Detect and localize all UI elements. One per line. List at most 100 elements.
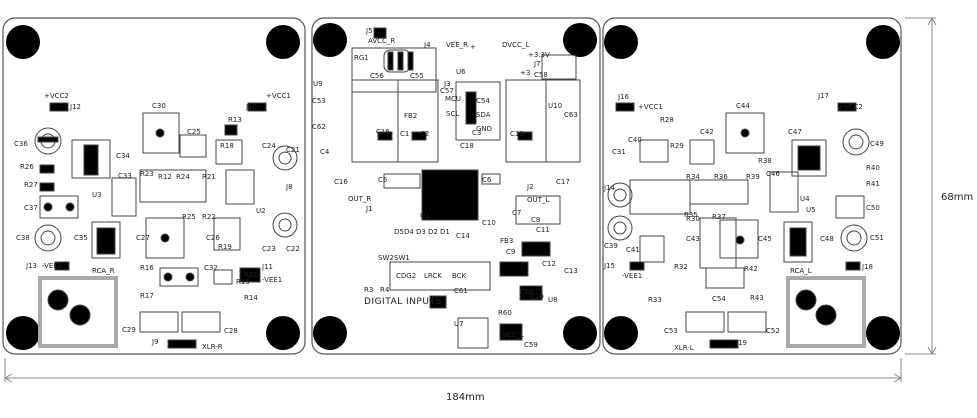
middle-label-d4: D4: [404, 228, 414, 236]
middle-label--vcc-l: -VCC_L: [500, 331, 524, 339]
right-board-components: [607, 102, 870, 349]
middle-label-c58: C58: [534, 71, 548, 79]
left-label-r18: R18: [220, 142, 234, 150]
left-label-j13: J13: [25, 262, 37, 270]
left-label-c33: C33: [118, 172, 132, 180]
left-label-r21: R21: [202, 173, 216, 181]
right-label-j18: J18: [861, 263, 873, 271]
left-label-c32: C32: [204, 264, 218, 272]
left-label-u2: U2: [256, 207, 266, 215]
middle-label-c54: C54: [476, 97, 490, 105]
middle-label-dvcc-l: DVCC_L: [502, 41, 529, 49]
middle-label-vee-r: VEE_R: [446, 41, 468, 49]
middle-label-r3: R3: [364, 286, 373, 294]
left-label-c25: C25: [187, 128, 201, 136]
middle-label-d1: D1: [440, 228, 450, 236]
left-board-components: [34, 102, 298, 349]
left-label-c24: C24: [262, 142, 276, 150]
middle-label-c16: C16: [376, 128, 390, 136]
middle-label-j7: J7: [533, 60, 541, 68]
middle-label-out-r: OUT_R: [348, 195, 371, 203]
middle-label-bck: BCK: [452, 272, 467, 280]
height-dimension-label: 68mm: [941, 192, 973, 203]
right-label-c48: C48: [820, 235, 834, 243]
middle-label--3-3v: +3.3V: [528, 51, 550, 59]
right-label-u5: U5: [806, 206, 816, 214]
right-label-r30: R30: [686, 215, 700, 223]
middle-label-c9: C9: [506, 248, 515, 256]
middle-label-c11: C11: [536, 226, 550, 234]
middle-label-fb3: FB3: [500, 237, 513, 245]
width-dimension-label: 184mm: [446, 392, 485, 403]
middle-label-c4: C4: [320, 148, 330, 156]
left-label-r12: R12: [158, 173, 172, 181]
middle-label-c19: C19: [510, 130, 524, 138]
left-label-c29: C29: [122, 326, 136, 334]
right-label-c52: C52: [766, 327, 780, 335]
middle-label-c13: C13: [564, 267, 578, 275]
left-label-r17: R17: [140, 292, 154, 300]
right-label-r36: R36: [714, 173, 728, 181]
right-label-c43: C43: [686, 235, 700, 243]
left-label-c21: C21: [286, 146, 300, 154]
right-label-r33: R33: [648, 296, 662, 304]
mounting-holes: [6, 23, 900, 350]
middle-label-u8: U8: [548, 296, 558, 304]
right-label-c39: C39: [604, 242, 618, 250]
middle-label-u9: U9: [313, 80, 323, 88]
middle-label-c18: C18: [460, 142, 474, 150]
right-label-r29: R29: [670, 142, 684, 150]
right-label-r42: R42: [744, 265, 758, 273]
middle-label-d2: D2: [428, 228, 438, 236]
right-label-j19: J19: [735, 339, 747, 347]
left-label-r24: R24: [176, 173, 190, 181]
left-label-c35: C35: [74, 234, 88, 242]
right-label--vee1: -VEE1: [622, 272, 642, 280]
middle-label-c53: C53: [312, 97, 326, 105]
middle-label-c14: C14: [456, 232, 470, 240]
left-label-j8: J8: [285, 183, 293, 191]
right-label-j14: J14: [603, 184, 616, 192]
left-label-c38: C38: [16, 234, 30, 242]
right-label-r32: R32: [674, 263, 688, 271]
left-label-j11: J11: [261, 263, 273, 271]
middle-label-c20: C20: [530, 293, 544, 301]
left-label-c30: C30: [152, 102, 166, 110]
dimension-lines: [3, 16, 937, 383]
left-label-r25: R25: [182, 213, 196, 221]
right-label-r43: R43: [750, 294, 764, 302]
middle-label-sda: SDA: [476, 111, 491, 119]
left-label-r27: R27: [24, 181, 38, 189]
left-label-r14: R14: [244, 294, 258, 302]
middle-label-c17: C17: [556, 178, 570, 186]
middle-label-j3: J3: [443, 80, 451, 88]
right-label-c40: C40: [628, 136, 642, 144]
middle-label-j2: J2: [526, 183, 534, 191]
middle-label-avcc-r: AVCC_R: [368, 37, 395, 45]
right-board: [602, 17, 902, 355]
left-label-c26: C26: [206, 234, 220, 242]
left-label-c27: C27: [136, 234, 150, 242]
middle-label--: +: [470, 43, 476, 51]
right-label-r41: R41: [866, 180, 880, 188]
middle-label-lrck: LRCK: [424, 272, 442, 280]
left-label-r13: R13: [228, 116, 242, 124]
right-label--vcc1: +VCC1: [638, 103, 663, 111]
middle-label-r4: R4: [380, 286, 390, 294]
right-label-j17: J17: [817, 92, 829, 100]
middle-label-out-l: OUT_L: [527, 196, 549, 204]
middle-label-c3: C3: [472, 129, 481, 137]
middle-label-j1: J1: [365, 205, 373, 213]
right-label-r35: R35: [684, 211, 698, 219]
middle-label-rg1: RG1: [354, 54, 369, 62]
left-label-r22: R22: [202, 213, 216, 221]
right-label-c47: C47: [788, 128, 802, 136]
right-label-c44: C44: [736, 102, 750, 110]
right-label-c54: C54: [712, 295, 726, 303]
middle-label-c6: C6: [482, 176, 492, 184]
right-label-r39: R39: [746, 173, 760, 181]
middle-label-cdg2: CDG2: [396, 272, 416, 280]
middle-label-c57: C57: [440, 87, 454, 95]
